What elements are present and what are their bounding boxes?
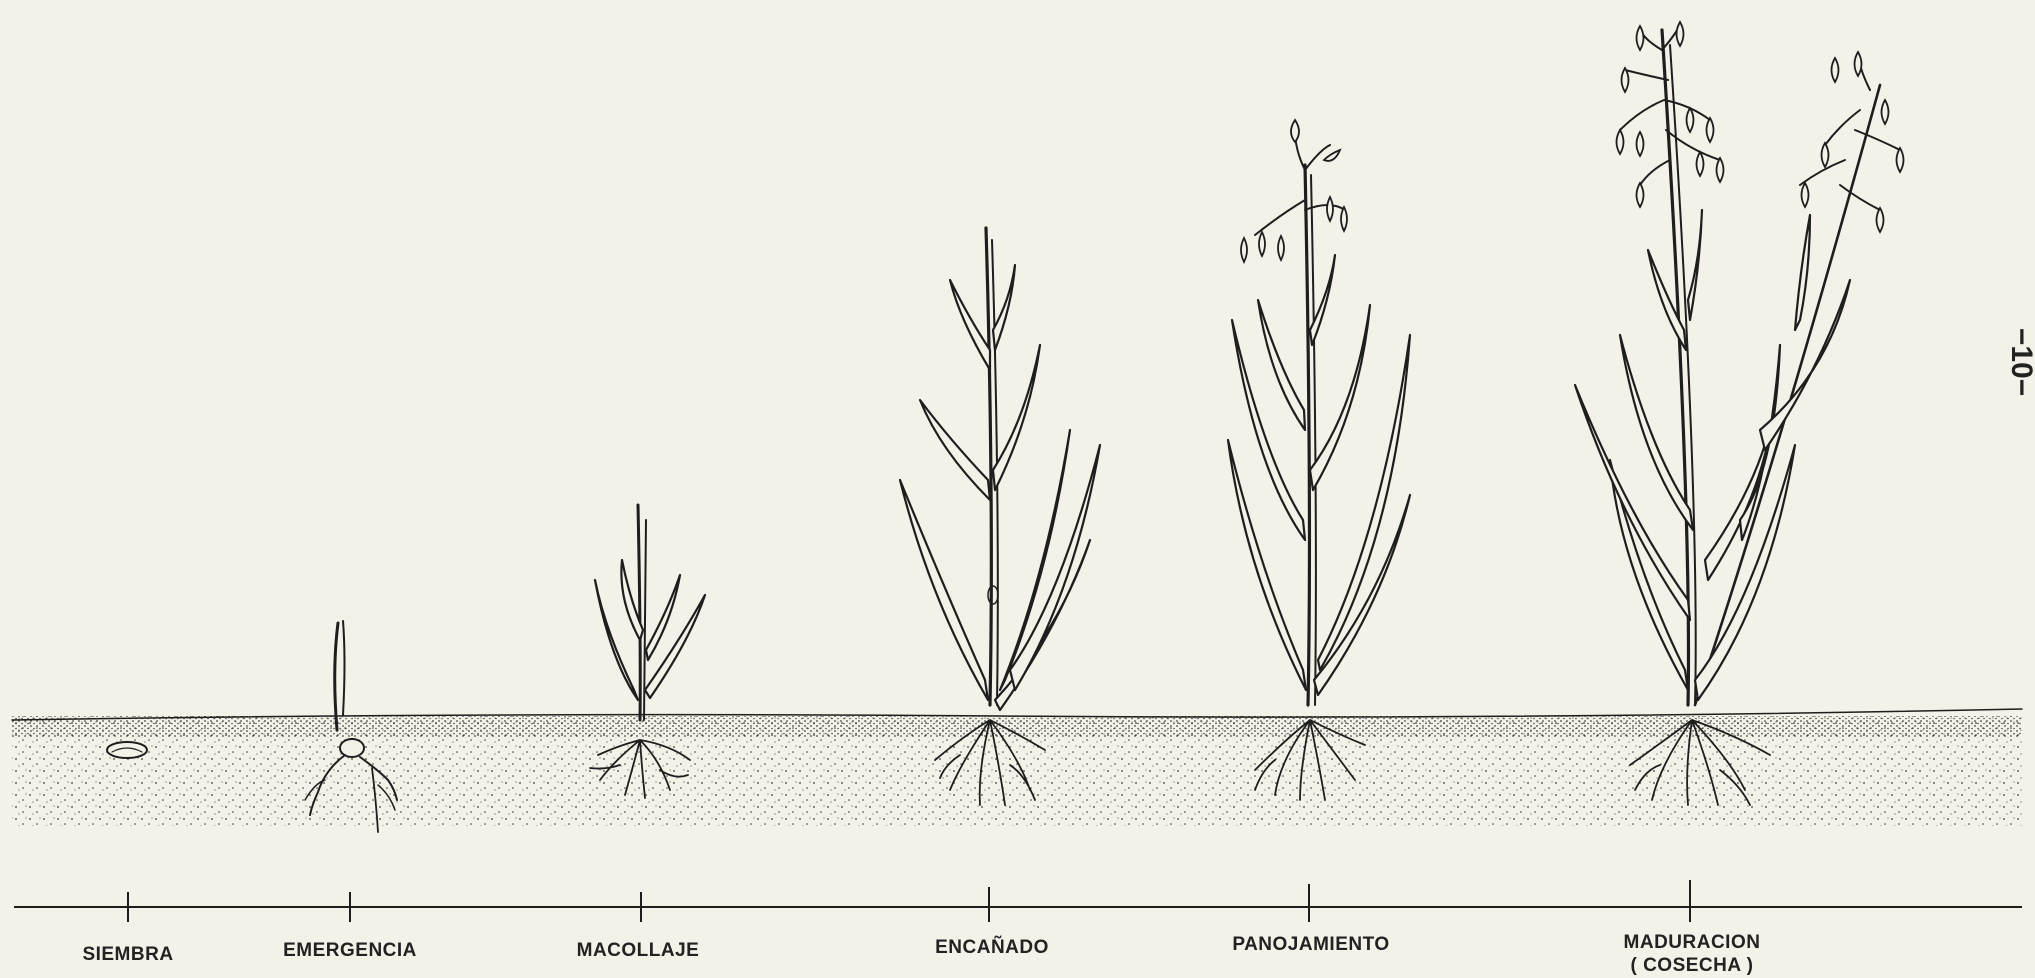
soil-band — [12, 709, 2022, 826]
plant-maduracion — [1575, 22, 1904, 805]
label-panojamiento: PANOJAMIENTO — [1232, 934, 1389, 955]
label-macollaje: MACOLLAJE — [577, 940, 700, 961]
label-emergencia: EMERGENCIA — [283, 940, 417, 961]
plant-panojamiento — [1228, 120, 1410, 800]
label-siembra: SIEMBRA — [82, 944, 173, 965]
label-maduracion-cosecha: ( COSECHA ) — [1630, 955, 1753, 976]
label-encanado: ENCAÑADO — [935, 936, 1049, 958]
label-maduracion: MADURACION — [1624, 932, 1761, 953]
page-number: −10− — [2005, 328, 2035, 396]
plant-siembra-seed — [107, 742, 147, 758]
timeline: SIEMBRA EMERGENCIA MACOLLAJE ENCAÑADO PA… — [14, 880, 2022, 976]
